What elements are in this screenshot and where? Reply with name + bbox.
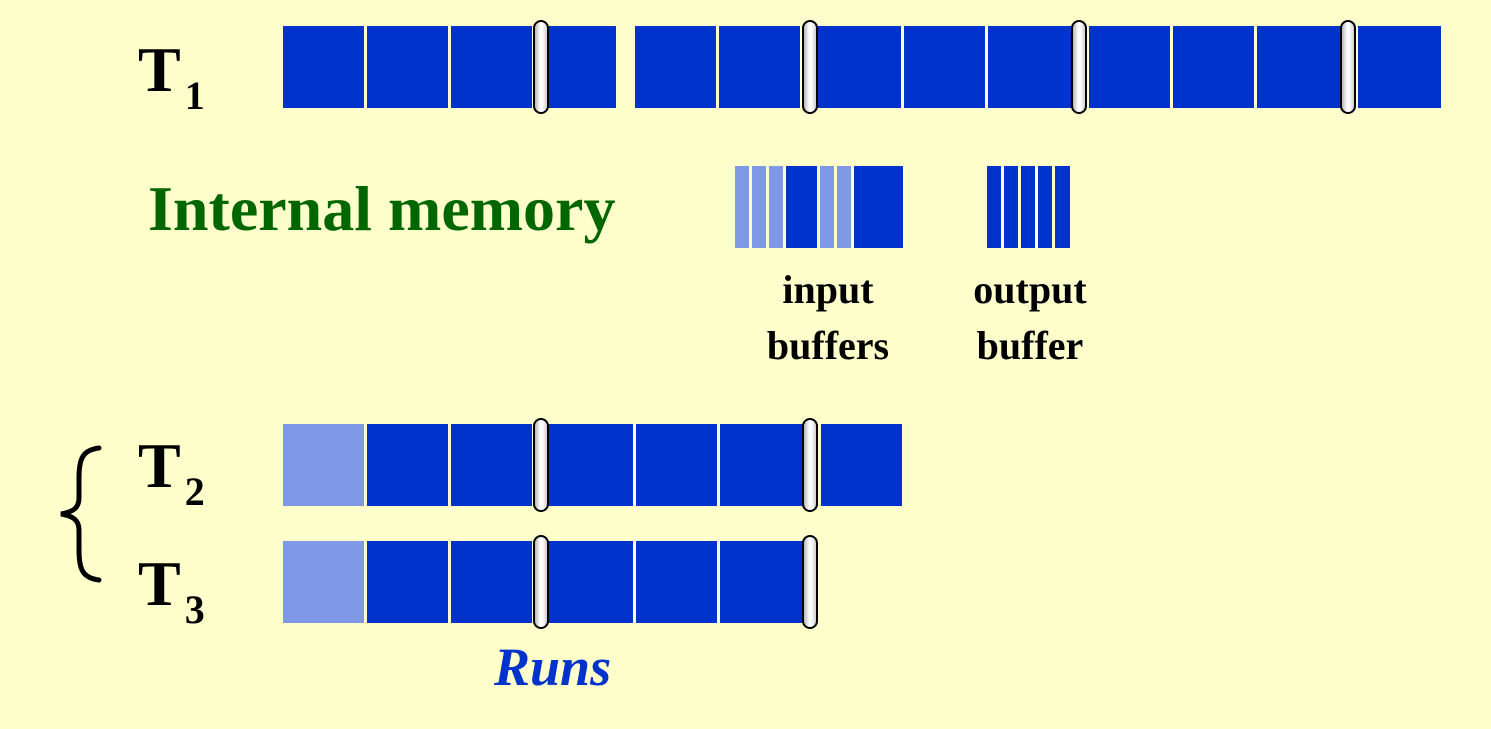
runs-label: Runs	[494, 637, 612, 697]
run-separator	[1071, 20, 1087, 114]
tape-label-t2-main: T	[138, 430, 181, 501]
output-buffer-slot	[987, 166, 1001, 248]
t2-block-consumed	[283, 424, 364, 506]
input-caption-line1: input	[782, 267, 874, 312]
t3-block	[367, 541, 448, 623]
t2-block	[451, 424, 532, 506]
run-separator	[533, 535, 549, 629]
tape-label-t1-main: T	[138, 34, 181, 105]
output-buffer-slot	[1055, 166, 1070, 248]
output-caption-line1: output	[973, 267, 1087, 312]
t3-block-consumed	[283, 541, 364, 623]
t1-block	[451, 26, 532, 108]
input-buffer-slot	[837, 166, 851, 248]
t1-block	[904, 26, 985, 108]
input-buffers-caption: input buffers	[738, 262, 918, 374]
t3-block	[451, 541, 532, 623]
t1-block	[1089, 26, 1170, 108]
run-separator	[802, 535, 818, 629]
t2-block	[821, 424, 902, 506]
run-separator	[533, 418, 549, 512]
t3-block	[720, 541, 805, 623]
tape-t3	[283, 535, 823, 629]
tape-t1	[283, 20, 1443, 114]
run-separator	[802, 418, 818, 512]
t1-block	[988, 26, 1086, 108]
input-buffers	[735, 166, 905, 248]
t1-block	[719, 26, 800, 108]
input-buffer-slot	[769, 166, 783, 248]
input-buffer-slot	[786, 166, 817, 248]
output-buffer-slot	[1004, 166, 1018, 248]
tape-t2	[283, 418, 903, 512]
output-buffer	[987, 166, 1071, 248]
output-buffer-slot	[1038, 166, 1052, 248]
t1-block	[635, 26, 716, 108]
t1-block	[1173, 26, 1254, 108]
internal-memory-title: Internal memory	[148, 173, 616, 244]
output-buffer-slot	[1021, 166, 1035, 248]
t2-block	[367, 424, 448, 506]
run-separator	[802, 20, 818, 114]
tape-label-t1-sub: 1	[184, 73, 205, 118]
input-buffer-slot	[735, 166, 749, 248]
input-buffer-slot	[752, 166, 766, 248]
t3-block	[636, 541, 717, 623]
t3-block	[535, 541, 633, 623]
t1-block	[367, 26, 448, 108]
tape-label-t2-sub: 2	[184, 469, 205, 514]
brace-icon	[60, 445, 102, 583]
run-separator	[1340, 20, 1356, 114]
t2-block	[636, 424, 717, 506]
tape-label-t3-sub: 3	[184, 587, 205, 632]
run-separator	[533, 20, 549, 114]
input-buffer-slot	[820, 166, 834, 248]
t2-block	[535, 424, 633, 506]
t1-block	[283, 26, 364, 108]
tape-label-t3-main: T	[138, 548, 181, 619]
t1-block	[1257, 26, 1355, 108]
t1-block	[803, 26, 901, 108]
input-buffer-slot	[854, 166, 903, 248]
t1-block	[1358, 26, 1441, 108]
output-buffer-caption: output buffer	[944, 262, 1116, 374]
output-caption-line2: buffer	[976, 323, 1084, 368]
input-caption-line2: buffers	[766, 323, 890, 368]
t2-block	[720, 424, 818, 506]
